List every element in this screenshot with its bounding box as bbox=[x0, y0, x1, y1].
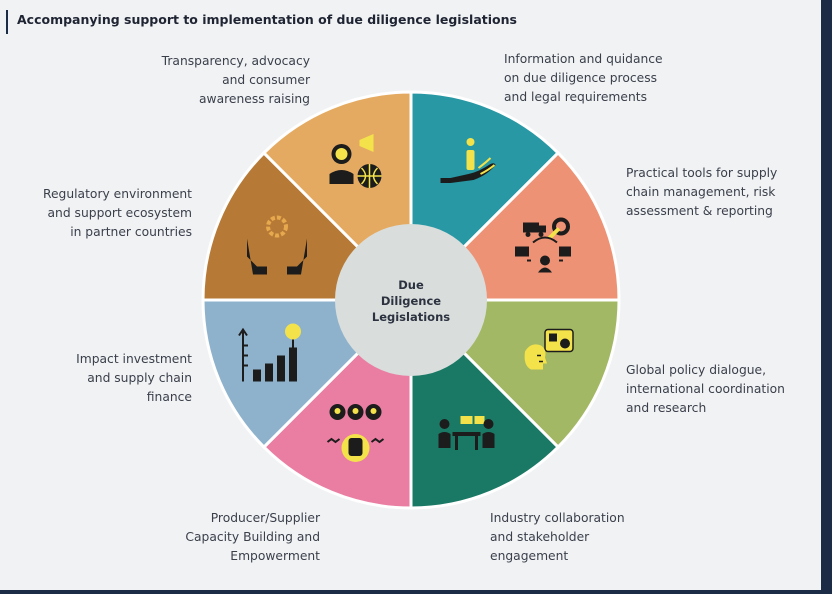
side-bar bbox=[821, 0, 832, 594]
label-information-guidance: Information and quidance on due diligenc… bbox=[504, 52, 663, 104]
label-regulatory-environment: Regulatory environment and support ecosy… bbox=[42, 187, 192, 239]
bottom-rule bbox=[0, 590, 821, 594]
label-producer-capacity: Producer/Supplier Capacity Building and … bbox=[185, 511, 320, 563]
center-line-2: Diligence bbox=[381, 294, 441, 308]
label-global-policy: Global policy dialogue, international co… bbox=[626, 363, 785, 415]
hand-info-icon bbox=[440, 138, 496, 183]
label-practical-tools: Practical tools for supply chain managem… bbox=[626, 166, 778, 218]
label-industry-collaboration: Industry collaboration and stakeholder e… bbox=[490, 511, 625, 563]
center-circle bbox=[335, 224, 487, 376]
label-impact-investment: Impact investment and supply chain finan… bbox=[76, 352, 192, 404]
investment-growth-icon bbox=[238, 323, 301, 382]
empowerment-icon bbox=[326, 404, 385, 462]
title-accent-bar bbox=[6, 10, 8, 34]
center-line-1: Due bbox=[398, 278, 424, 292]
center-line-3: Legislations bbox=[372, 310, 450, 324]
hands-gear-icon bbox=[247, 215, 307, 275]
label-transparency-advocacy: Transparency, advocacy and consumer awar… bbox=[161, 54, 310, 106]
page-title: Accompanying support to implementation o… bbox=[17, 12, 517, 27]
advocacy-icon bbox=[329, 134, 382, 188]
collaboration-icon bbox=[438, 416, 495, 450]
policy-dialogue-icon bbox=[524, 328, 574, 370]
supply-chain-tools-icon bbox=[515, 217, 571, 273]
